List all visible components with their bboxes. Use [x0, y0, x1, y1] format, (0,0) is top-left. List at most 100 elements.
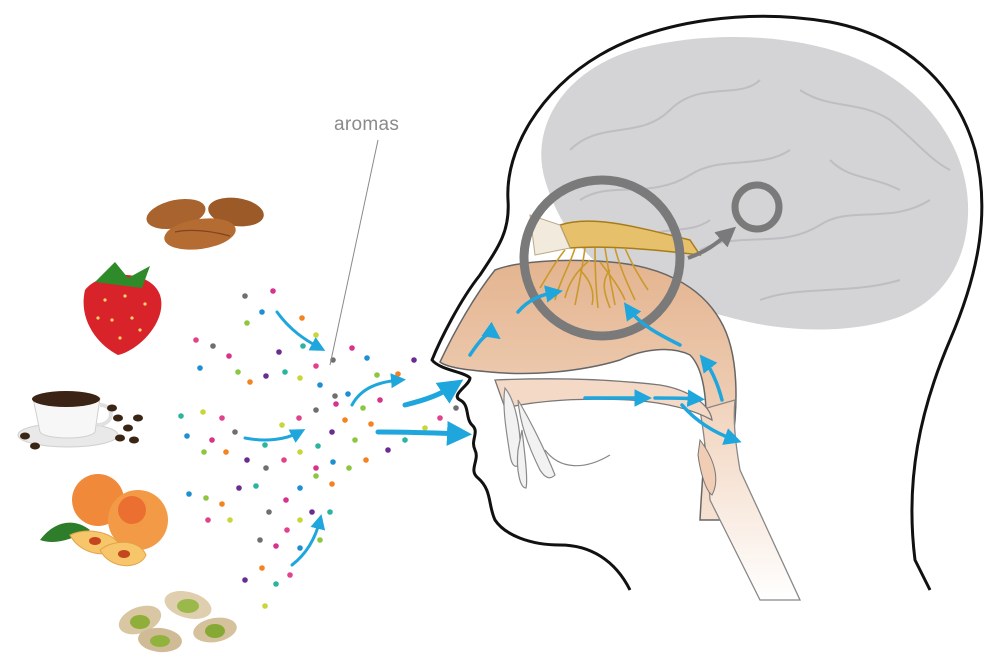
aroma-particle [297, 375, 303, 381]
aroma-particle [193, 337, 199, 343]
aroma-particle [332, 393, 338, 399]
aroma-particle [352, 437, 358, 443]
aroma-particle [377, 397, 383, 403]
aroma-arrow-6 [378, 432, 462, 434]
aroma-particle [297, 517, 303, 523]
aroma-particle [329, 429, 335, 435]
lower-jaw-cavity [545, 450, 610, 466]
aroma-particle [262, 442, 268, 448]
aroma-particle [374, 372, 380, 378]
aroma-particle [205, 517, 211, 523]
aroma-particle [219, 501, 225, 507]
aroma-particle [227, 517, 233, 523]
aroma-particle [178, 413, 184, 419]
aroma-particle [259, 565, 265, 571]
aroma-arrow-3 [352, 380, 400, 405]
aroma-particle [184, 433, 190, 439]
aroma-particle [242, 293, 248, 299]
aroma-particle [244, 320, 250, 326]
aroma-particle [232, 429, 238, 435]
aroma-particle [300, 343, 306, 349]
aroma-particle [309, 509, 315, 515]
aroma-particles [178, 288, 459, 609]
aroma-particle [235, 369, 241, 375]
aroma-particle [402, 437, 408, 443]
aroma-particle [283, 497, 289, 503]
aroma-arrow-4 [292, 520, 320, 565]
aroma-particle [276, 349, 282, 355]
mouth-arrow-2 [655, 398, 698, 399]
coffee-cup-icon [18, 391, 143, 450]
aroma-particle [297, 485, 303, 491]
aroma-particle [333, 401, 339, 407]
aroma-particle [219, 415, 225, 421]
aroma-arrow-5 [405, 385, 455, 405]
aroma-particle [186, 491, 192, 497]
aroma-particle [317, 537, 323, 543]
aroma-particle [209, 437, 215, 443]
aroma-particle [411, 357, 417, 363]
aroma-particle [282, 369, 288, 375]
aroma-particle [385, 447, 391, 453]
aroma-particle [226, 353, 232, 359]
aroma-particle [201, 449, 207, 455]
aroma-particle [313, 473, 319, 479]
aroma-particle [200, 409, 206, 415]
aroma-particle [242, 577, 248, 583]
aroma-particle [236, 485, 242, 491]
aroma-particle [279, 422, 285, 428]
aroma-particle [296, 415, 302, 421]
aroma-particle [313, 465, 319, 471]
aroma-particle [330, 459, 336, 465]
aroma-particle [297, 545, 303, 551]
aroma-particle [329, 481, 335, 487]
aroma-particle [203, 495, 209, 501]
aroma-particle [395, 371, 401, 377]
strawberry-icon [84, 262, 162, 355]
aroma-particle [210, 343, 216, 349]
aroma-particle [364, 355, 370, 361]
aroma-particle [197, 365, 203, 371]
aroma-particle [223, 449, 229, 455]
aroma-particle [284, 527, 290, 533]
aromas-label: aromas [334, 114, 399, 136]
aroma-particle [360, 405, 366, 411]
aroma-particle [346, 465, 352, 471]
aroma-particle [263, 373, 269, 379]
aroma-particle [299, 315, 305, 321]
aroma-particle [244, 457, 250, 463]
almonds-icon [144, 194, 266, 254]
aroma-particle [422, 425, 428, 431]
aroma-particle [266, 509, 272, 515]
aroma-particle [263, 465, 269, 471]
aroma-particle [317, 382, 323, 388]
aroma-particle [297, 449, 303, 455]
aroma-particle [287, 572, 293, 578]
aroma-particle [270, 288, 276, 294]
aroma-particle [368, 421, 374, 427]
aroma-particle [313, 363, 319, 369]
aroma-particle [315, 443, 321, 449]
aroma-particle [262, 603, 268, 609]
aroma-particle [342, 417, 348, 423]
aroma-particle [259, 309, 265, 315]
aromas-leader-line [330, 140, 378, 365]
aroma-particle [313, 332, 319, 338]
aroma-particle [273, 581, 279, 587]
aroma-particle [345, 391, 351, 397]
aroma-arrow-2 [245, 432, 300, 440]
peaches-icon [40, 474, 168, 566]
aroma-particle [453, 405, 459, 411]
aroma-particle [363, 457, 369, 463]
aroma-particle [349, 345, 355, 351]
pistachios-icon [115, 586, 239, 654]
aroma-arrow-1 [277, 312, 320, 348]
aroma-particle [437, 415, 443, 421]
aroma-particle [253, 483, 259, 489]
aroma-particle [313, 407, 319, 413]
aroma-particle [257, 537, 263, 543]
aroma-particle [273, 543, 279, 549]
aroma-particle [327, 509, 333, 515]
